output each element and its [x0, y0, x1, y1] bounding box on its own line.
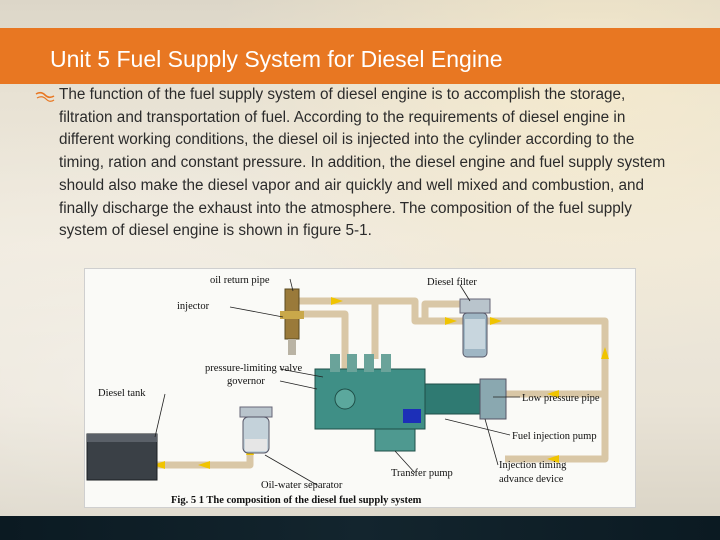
bottom-strip [0, 516, 720, 540]
return-line-to-filter [375, 297, 609, 463]
label-diesel-filter: Diesel filter [427, 277, 477, 288]
label-oil-water-separator: Oil-water separator [261, 480, 343, 491]
flow-arrow [198, 461, 210, 469]
label-injector: injector [177, 301, 210, 312]
label-injection-timing: Injection timing [499, 460, 567, 471]
label-diesel-tank: Diesel tank [98, 388, 146, 399]
label-pressure-limiting-valve: pressure-limiting valve [205, 363, 302, 374]
flow-arrow [547, 390, 559, 398]
label-oil-return-pipe: oil return pipe [210, 275, 270, 286]
label-low-pressure-pipe: Low pressure pipe [522, 393, 600, 404]
oil-water-separator [239, 406, 273, 454]
diesel-tank [86, 433, 158, 481]
injector [280, 288, 304, 355]
label-governor: governor [227, 376, 265, 387]
ribbon-bullet-icon [35, 91, 55, 102]
slide-title: Unit 5 Fuel Supply System for Diesel Eng… [50, 46, 503, 72]
fuel-system-figure: oil return pipe Diesel filter injector p… [84, 268, 636, 508]
leader-lines [154, 278, 520, 486]
label-transfer-pump: Transfer pump [391, 468, 453, 479]
flow-arrow [547, 455, 559, 463]
diesel-filter [459, 298, 491, 358]
figure-caption: Fig. 5 1 The composition of the diesel f… [171, 495, 422, 506]
label-advance-device: advance device [499, 474, 564, 485]
flow-arrow [445, 317, 457, 325]
pump-to-filter [421, 300, 465, 321]
fuel-injection-pump [314, 354, 507, 430]
transfer-pump [374, 428, 416, 452]
flow-arrow [153, 461, 165, 469]
label-fuel-injection-pump: Fuel injection pump [512, 431, 597, 442]
flow-arrow [331, 297, 343, 305]
body-paragraph: The function of the fuel supply system o… [59, 86, 666, 240]
flow-arrows [153, 297, 609, 469]
fuel-system-diagram: oil return pipe Diesel filter injector p… [86, 275, 609, 506]
flow-arrow [490, 317, 502, 325]
flow-arrow [601, 347, 609, 359]
injector-line [285, 310, 349, 374]
title-bar: Unit 5 Fuel Supply System for Diesel Eng… [0, 28, 720, 84]
